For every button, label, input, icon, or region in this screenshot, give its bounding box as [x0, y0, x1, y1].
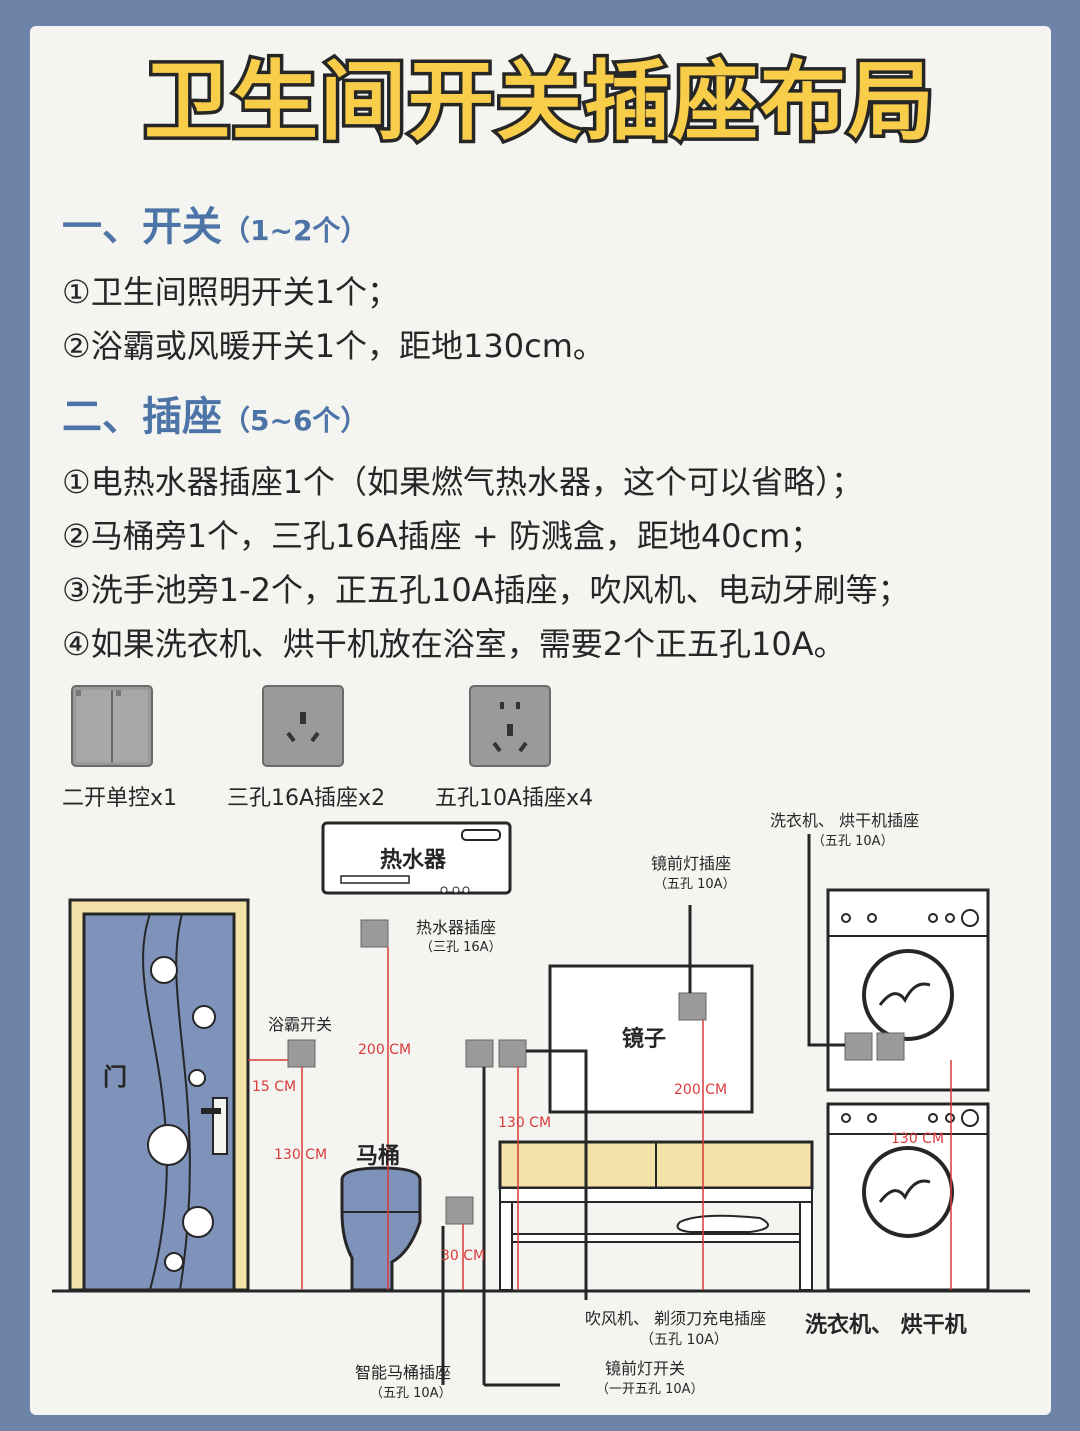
legend-switch-label: 二开单控x1	[62, 786, 178, 811]
door-label: 门	[103, 1063, 127, 1091]
switch-item-2: ②浴霸或风暖开关1个，距地130cm。	[62, 327, 605, 365]
legend-socket-5pin-label: 五孔10A插座x4	[435, 786, 594, 811]
washer-socket-2-icon	[876, 1032, 905, 1061]
sink-socket-2-icon	[498, 1039, 527, 1068]
mirror-light-socket-icon	[678, 992, 707, 1021]
dim-130-switch: 130 CM	[274, 1147, 327, 1163]
page-title: 卫生间开关插座布局	[141, 49, 938, 156]
socket-item-2: ②马桶旁1个，三孔16A插座 + 防溅盒，距地40cm；	[62, 517, 823, 555]
leader-lines	[441, 834, 845, 1387]
washer-socket-label: 洗衣机、 烘干机插座	[770, 811, 919, 830]
mirror-icon	[548, 964, 754, 1114]
door-icon	[68, 898, 250, 1292]
dim-200-left: 200 CM	[358, 1042, 411, 1058]
bath-switch-label: 浴霸开关	[268, 1015, 332, 1034]
water-heater-label: 热水器	[380, 847, 447, 873]
socket-item-4: ④如果洗衣机、烘干机放在浴室，需要2个正五孔10A。	[62, 625, 846, 663]
smart-toilet-socket-label: 智能马桶插座	[355, 1363, 451, 1382]
legend-socket-5pin-icon	[469, 685, 551, 767]
switch-item-1: ①卫生间照明开关1个；	[62, 273, 400, 311]
heater-socket-spec: （三孔 16A）	[420, 940, 502, 955]
dim-30: 30 CM	[441, 1248, 485, 1264]
section-switch-heading: 一、开关（1~2个）	[62, 204, 369, 250]
bath-switch-icon	[287, 1039, 316, 1068]
mirror-light-switch-spec: （一开五孔 10A）	[596, 1382, 704, 1397]
section-socket-count: （5~6个）	[222, 404, 369, 437]
washer-dryer-icon	[826, 888, 990, 1292]
toilet-icon	[340, 1166, 422, 1292]
heater-socket-label: 热水器插座	[416, 918, 496, 937]
washer-socket-1-icon	[844, 1032, 873, 1061]
section-switch-count: （1~2个）	[222, 214, 369, 247]
toilet-label: 马桶	[356, 1144, 400, 1169]
mirror-light-switch-label: 镜前灯开关	[605, 1359, 685, 1378]
washer-dryer-label: 洗衣机、 烘干机	[805, 1312, 967, 1338]
sink-socket-1-icon	[465, 1039, 494, 1068]
dim-15: 15 CM	[252, 1079, 296, 1095]
legend-socket-3pin-icon	[262, 685, 344, 767]
water-heater-icon	[321, 821, 512, 895]
legend-switch-icon	[71, 685, 153, 767]
smart-toilet-socket-spec: （五孔 10A）	[370, 1386, 452, 1401]
legend-socket-3pin-label: 三孔16A插座x2	[227, 786, 386, 811]
dimension-lines	[248, 947, 952, 1290]
dim-200-mirror: 200 CM	[674, 1082, 727, 1098]
dryer-socket-spec: （五孔 10A）	[640, 1332, 728, 1348]
dim-130-washer: 130 CM	[891, 1131, 944, 1147]
mirror-light-socket-spec: （五孔 10A）	[654, 877, 736, 892]
mirror-light-socket-label: 镜前灯插座	[651, 854, 731, 873]
dryer-socket-label: 吹风机、 剃须刀充电插座	[585, 1309, 766, 1328]
heater-socket-icon	[360, 919, 389, 948]
toilet-socket-icon	[445, 1196, 474, 1225]
socket-item-1: ①电热水器插座1个（如果燃气热水器，这个可以省略）；	[62, 463, 864, 501]
dim-130-sink: 130 CM	[498, 1115, 551, 1131]
section-socket-heading: 二、插座（5~6个）	[62, 394, 369, 440]
socket-item-3: ③洗手池旁1-2个，正五孔10A插座，吹风机、电动牙刷等；	[62, 571, 910, 609]
vanity-icon	[498, 1140, 814, 1291]
mirror-label: 镜子	[622, 1026, 666, 1052]
washer-socket-spec: （五孔 10A）	[812, 834, 894, 849]
